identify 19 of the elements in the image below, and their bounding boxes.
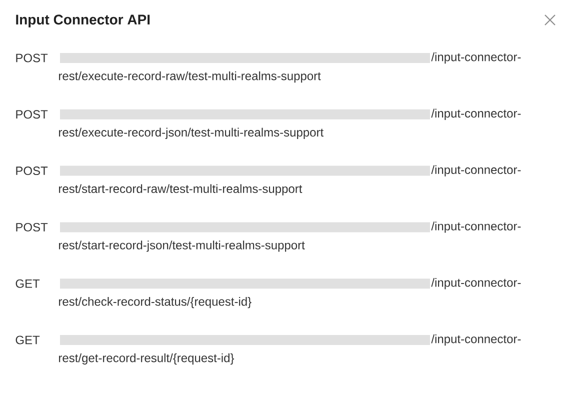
url-text: rest/execute-record-json/test-multi-realms-support (59, 128, 324, 139)
http-method: GET (16, 336, 40, 344)
http-method: POST (16, 166, 48, 176)
url-text: /input-connector- (431, 165, 521, 176)
url-text: /input-connector- (431, 222, 521, 233)
url-text: rest/start-record-json/test-multi-realms-support (59, 240, 305, 252)
http-method: POST (16, 222, 48, 232)
dialog-title: Input Connector API (16, 14, 150, 28)
url-text: /input-connector- (431, 108, 521, 120)
http-method: POST (16, 110, 48, 119)
url-text: /input-connector- (431, 278, 521, 290)
http-method: GET (16, 279, 40, 288)
url-text: rest/execute-record-raw/test-multi-realms-support (59, 71, 321, 83)
url-text: /input-connector- (431, 52, 521, 64)
url-text: /input-connector- (431, 334, 521, 346)
url-text: rest/check-record-status/{request-id} (59, 297, 252, 308)
url-text: rest/get-record-result/{request-id} (59, 353, 234, 365)
url-text: rest/start-record-raw/test-multi-realms-support (59, 184, 302, 196)
http-method: POST (16, 54, 48, 62)
